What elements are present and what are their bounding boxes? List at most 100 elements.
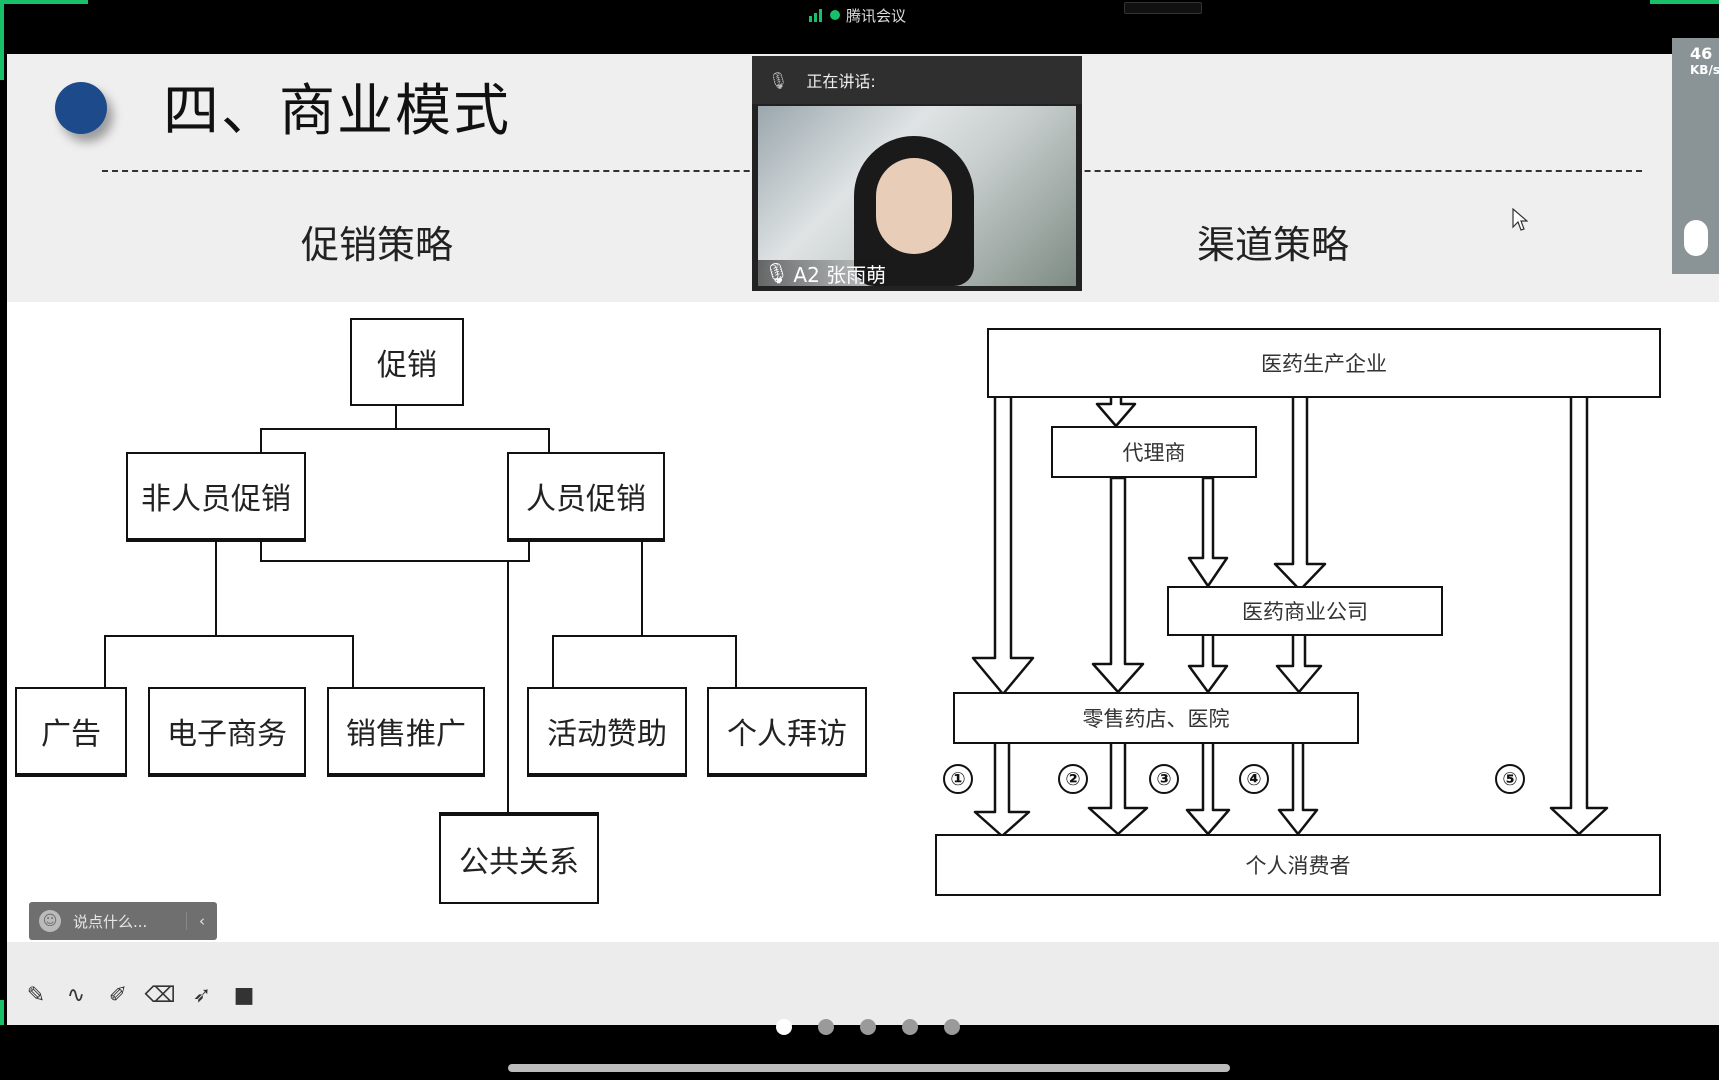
tree-connector [104, 635, 354, 637]
arrow-retail-consumer-4 [1277, 734, 1319, 836]
promo-section-title: 促销策略 [301, 223, 454, 267]
top-status-bar: 腾讯会议 [0, 0, 1719, 54]
sponsorship-label: 活动赞助 [547, 717, 667, 752]
pointer-icon[interactable]: ➶ [192, 982, 212, 1008]
commercial-company-box: 医药商业公司 [1167, 586, 1443, 636]
arrow-commercial-retail-a [1187, 632, 1229, 694]
page-dot-3[interactable] [860, 1019, 876, 1035]
meeting-app-title: 腾讯会议 [808, 2, 906, 28]
producer-box: 医药生产企业 [987, 328, 1661, 398]
participant-name-tag: 🎙︎ A2 张雨萌 [758, 260, 893, 287]
corner-marker [1650, 0, 1719, 4]
route-marker-1: ① [943, 764, 973, 794]
arrow-retail-consumer-2 [1087, 734, 1149, 836]
curve-icon[interactable]: ∿ [66, 982, 86, 1008]
non-personal-promo-label: 非人员促销 [141, 482, 291, 517]
tree-connector [352, 635, 354, 687]
public-relations-label: 公共关系 [459, 845, 579, 880]
ecommerce-label: 电子商务 [167, 717, 287, 752]
signal-icon [809, 9, 822, 22]
net-speed-unit: KB/s [1690, 63, 1719, 77]
tree-connector [641, 542, 643, 637]
agent-box: 代理商 [1051, 426, 1257, 478]
personal-visit-label: 个人拜访 [727, 717, 847, 752]
non-personal-promo-box: 非人员促销 [126, 452, 306, 542]
side-participant-video[interactable]: 46 KB/s [1672, 38, 1719, 274]
page-dot-1[interactable] [776, 1019, 792, 1035]
arrow-agent-retail [1091, 476, 1145, 694]
sales-promotion-box: 销售推广 [327, 687, 485, 777]
speaker-video-panel[interactable]: 🎙︎ 正在讲话: 🎙︎ A2 张雨萌 [752, 56, 1082, 291]
slide-content: 促销 非人员促销 人员促销 广告 电子商务 销售推广 活动赞助 个人拜访 公共关… [7, 302, 1719, 942]
arrow-producer-retail [971, 366, 1035, 696]
arrow-producer-commercial [1273, 366, 1327, 592]
speaking-label: 正在讲话: [806, 72, 876, 91]
tree-connector [552, 635, 554, 687]
corner-marker [0, 0, 88, 4]
speaking-indicator: 🎙︎ 正在讲话: [752, 56, 1082, 104]
eraser-icon[interactable]: ⌫ [144, 982, 176, 1008]
mic-icon: 🎙︎ [768, 70, 789, 90]
participant-name: A2 张雨萌 [793, 262, 887, 287]
tree-connector [395, 406, 397, 430]
retail-hospital-label: 零售药店、医院 [1082, 707, 1230, 731]
page-dot-2[interactable] [818, 1019, 834, 1035]
channel-arrows [971, 366, 1609, 838]
tree-connector [528, 542, 530, 562]
tree-connector [215, 542, 217, 637]
pen-icon[interactable]: ✎ [26, 982, 46, 1008]
consumer-box: 个人消费者 [935, 834, 1661, 896]
chat-input[interactable]: ☺ 说点什么... ‹ [29, 902, 217, 940]
tree-connector [260, 542, 262, 562]
page-dot-4[interactable] [902, 1019, 918, 1035]
arrow-commercial-retail-b [1275, 632, 1323, 694]
consumer-label: 个人消费者 [1245, 854, 1351, 878]
tree-connector [735, 635, 737, 687]
emoji-icon[interactable]: ☺ [39, 910, 61, 932]
sponsorship-box: 活动赞助 [527, 687, 687, 777]
channel-section-title: 渠道策略 [1197, 223, 1350, 267]
mic-icon[interactable] [1684, 220, 1708, 256]
page-title: 四、商业模式 [163, 79, 511, 144]
route-marker-5: ⑤ [1495, 764, 1525, 794]
chat-placeholder: 说点什么... [73, 912, 148, 931]
route-marker-4: ④ [1239, 764, 1269, 794]
participant-video [758, 106, 1076, 286]
personal-promo-label: 人员促销 [526, 482, 646, 517]
network-speed: 46 KB/s [1690, 46, 1719, 78]
highlighter-icon[interactable]: ✐ [108, 982, 128, 1008]
page-dot-5[interactable] [944, 1019, 960, 1035]
mic-icon: 🎙︎ [764, 261, 790, 285]
agent-label: 代理商 [1122, 441, 1186, 465]
route-marker-2: ② [1058, 764, 1088, 794]
camera-icon[interactable]: ■ [233, 982, 255, 1008]
title-bullet [55, 82, 107, 134]
tree-connector [260, 560, 530, 562]
ad-box: 广告 [15, 687, 127, 777]
arrow-retail-consumer-1 [973, 734, 1031, 838]
tree-connector [260, 428, 262, 452]
retail-hospital-box: 零售药店、医院 [953, 692, 1359, 744]
ad-label: 广告 [41, 717, 101, 752]
public-relations-box: 公共关系 [439, 812, 599, 904]
tree-connector [260, 428, 550, 430]
home-indicator[interactable] [508, 1064, 1230, 1072]
personal-visit-box: 个人拜访 [707, 687, 867, 777]
annotation-toolbar: ✎ ∿ ✐ ⌫ ➶ ■ [7, 942, 1719, 1025]
collapse-chevron-icon[interactable]: ‹ [186, 912, 217, 930]
top-handle [1124, 2, 1202, 14]
ecommerce-box: 电子商务 [148, 687, 306, 777]
route-marker-3: ③ [1149, 764, 1179, 794]
arrow-agent-commercial [1187, 476, 1229, 588]
promo-root-box: 促销 [350, 318, 464, 406]
recording-dot-icon [830, 10, 840, 20]
tree-connector [552, 635, 737, 637]
corner-marker [0, 0, 4, 80]
mouse-cursor-icon [1512, 208, 1528, 231]
tree-connector [104, 635, 106, 687]
person-face [876, 158, 952, 254]
arrow-retail-consumer-3 [1185, 734, 1231, 836]
personal-promo-box: 人员促销 [507, 452, 665, 542]
commercial-company-label: 医药商业公司 [1242, 600, 1368, 624]
tree-connector [507, 560, 509, 812]
